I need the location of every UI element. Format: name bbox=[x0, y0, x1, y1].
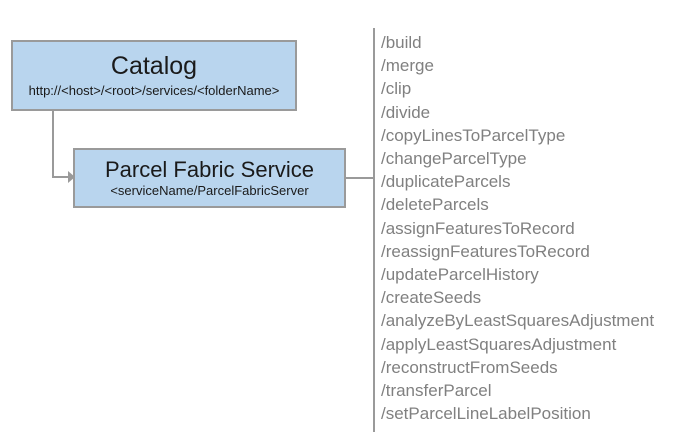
list-item: /deleteParcels bbox=[381, 195, 489, 215]
connector-catalog-to-service-vertical bbox=[52, 110, 54, 178]
node-parcel-fabric-service-title: Parcel Fabric Service bbox=[104, 156, 315, 182]
list-item: /changeParcelType bbox=[381, 149, 527, 169]
node-parcel-fabric-service: Parcel Fabric Service <serviceName/Parce… bbox=[73, 148, 346, 208]
connector-service-to-operations bbox=[346, 177, 374, 179]
list-item: /clip bbox=[381, 79, 412, 99]
list-item: /divide bbox=[381, 102, 431, 122]
list-item: /merge bbox=[381, 56, 434, 76]
list-item: /applyLeastSquaresAdjustment bbox=[381, 334, 617, 354]
list-item: /reassignFeaturesToRecord bbox=[381, 241, 590, 261]
list-item: /copyLinesToParcelType bbox=[381, 125, 566, 145]
list-item: /build bbox=[381, 33, 422, 52]
list-item: /updateParcelHistory bbox=[381, 265, 539, 285]
node-catalog-title: Catalog bbox=[110, 51, 198, 80]
list-item: /createSeeds bbox=[381, 288, 482, 308]
node-catalog: Catalog http://<host>/<root>/services/<f… bbox=[11, 40, 297, 111]
connector-catalog-to-service-horizontal bbox=[52, 176, 71, 178]
list-item: /transferParcel bbox=[381, 381, 492, 401]
list-item: /duplicateParcels bbox=[381, 172, 511, 192]
list-item: /reconstructFromSeeds bbox=[381, 357, 558, 377]
list-item: /analyzeByLeastSquaresAdjustment bbox=[381, 311, 655, 331]
arrowhead-icon bbox=[68, 171, 75, 183]
operations-list-rule bbox=[373, 28, 375, 432]
node-parcel-fabric-service-subtitle: <serviceName/ParcelFabricServer bbox=[110, 182, 309, 198]
node-catalog-subtitle: http://<host>/<root>/services/<folderNam… bbox=[28, 83, 280, 99]
operations-list: /build /merge /clip /divide /copyLinesTo… bbox=[381, 31, 681, 425]
list-item: /assignFeaturesToRecord bbox=[381, 218, 575, 238]
list-item: /setParcelLineLabelPosition bbox=[381, 404, 591, 424]
